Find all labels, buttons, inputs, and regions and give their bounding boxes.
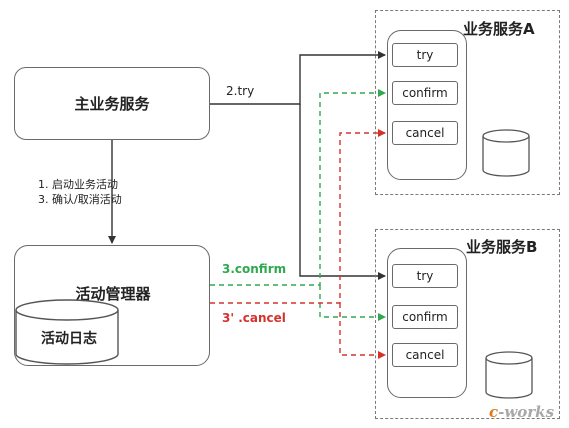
service-a-ops-container bbox=[387, 30, 467, 180]
service-b-cancel-button: cancel bbox=[392, 343, 458, 367]
service-b-ops-container bbox=[387, 248, 467, 398]
service-b-try-button: try bbox=[392, 264, 458, 288]
cancel-arrow-a bbox=[210, 129, 386, 304]
service-b-box bbox=[375, 229, 560, 419]
service-a-try-button: try bbox=[392, 43, 458, 67]
step-item: 3. 确认/取消活动 bbox=[38, 193, 122, 206]
try-arrow-b bbox=[299, 104, 386, 280]
confirm-arrow-a bbox=[210, 89, 386, 286]
main-service-label: 主业务服务 bbox=[74, 95, 150, 113]
service-a-confirm-button: confirm bbox=[392, 81, 458, 105]
activity-log-cylinder bbox=[15, 299, 119, 365]
op-label: cancel bbox=[405, 348, 445, 362]
watermark-logo: c-works bbox=[489, 403, 554, 421]
confirm-arrow-b bbox=[319, 285, 386, 321]
watermark-rest: -works bbox=[498, 403, 555, 421]
cancel-label: 3' .cancel bbox=[222, 311, 286, 325]
service-a-cancel-button: cancel bbox=[392, 121, 458, 145]
database-icon-a bbox=[482, 129, 530, 177]
op-label: try bbox=[416, 269, 434, 283]
service-b-title: 业务服务B bbox=[466, 238, 538, 256]
confirm-label: 3.confirm bbox=[222, 262, 287, 276]
op-label: confirm bbox=[402, 310, 448, 324]
service-a-title: 业务服务A bbox=[463, 20, 535, 38]
op-label: confirm bbox=[402, 86, 448, 100]
op-label: try bbox=[416, 48, 434, 62]
activity-manager-label: 活动管理器 bbox=[75, 285, 151, 303]
activity-log-label: 活动日志 bbox=[41, 331, 97, 347]
op-label: cancel bbox=[405, 126, 445, 140]
step-item: 1. 启动业务活动 bbox=[38, 178, 118, 191]
watermark-c: c bbox=[489, 403, 499, 421]
main-service-node: 主业务服务 bbox=[14, 67, 210, 140]
step-list: 1. 启动业务活动 3. 确认/取消活动 bbox=[38, 177, 122, 207]
cancel-arrow-b bbox=[339, 303, 386, 359]
try-label: 2.try bbox=[226, 84, 255, 98]
try-arrow-a bbox=[210, 51, 386, 105]
service-b-confirm-button: confirm bbox=[392, 305, 458, 329]
service-a-box bbox=[375, 10, 560, 195]
database-icon-b bbox=[485, 351, 533, 399]
